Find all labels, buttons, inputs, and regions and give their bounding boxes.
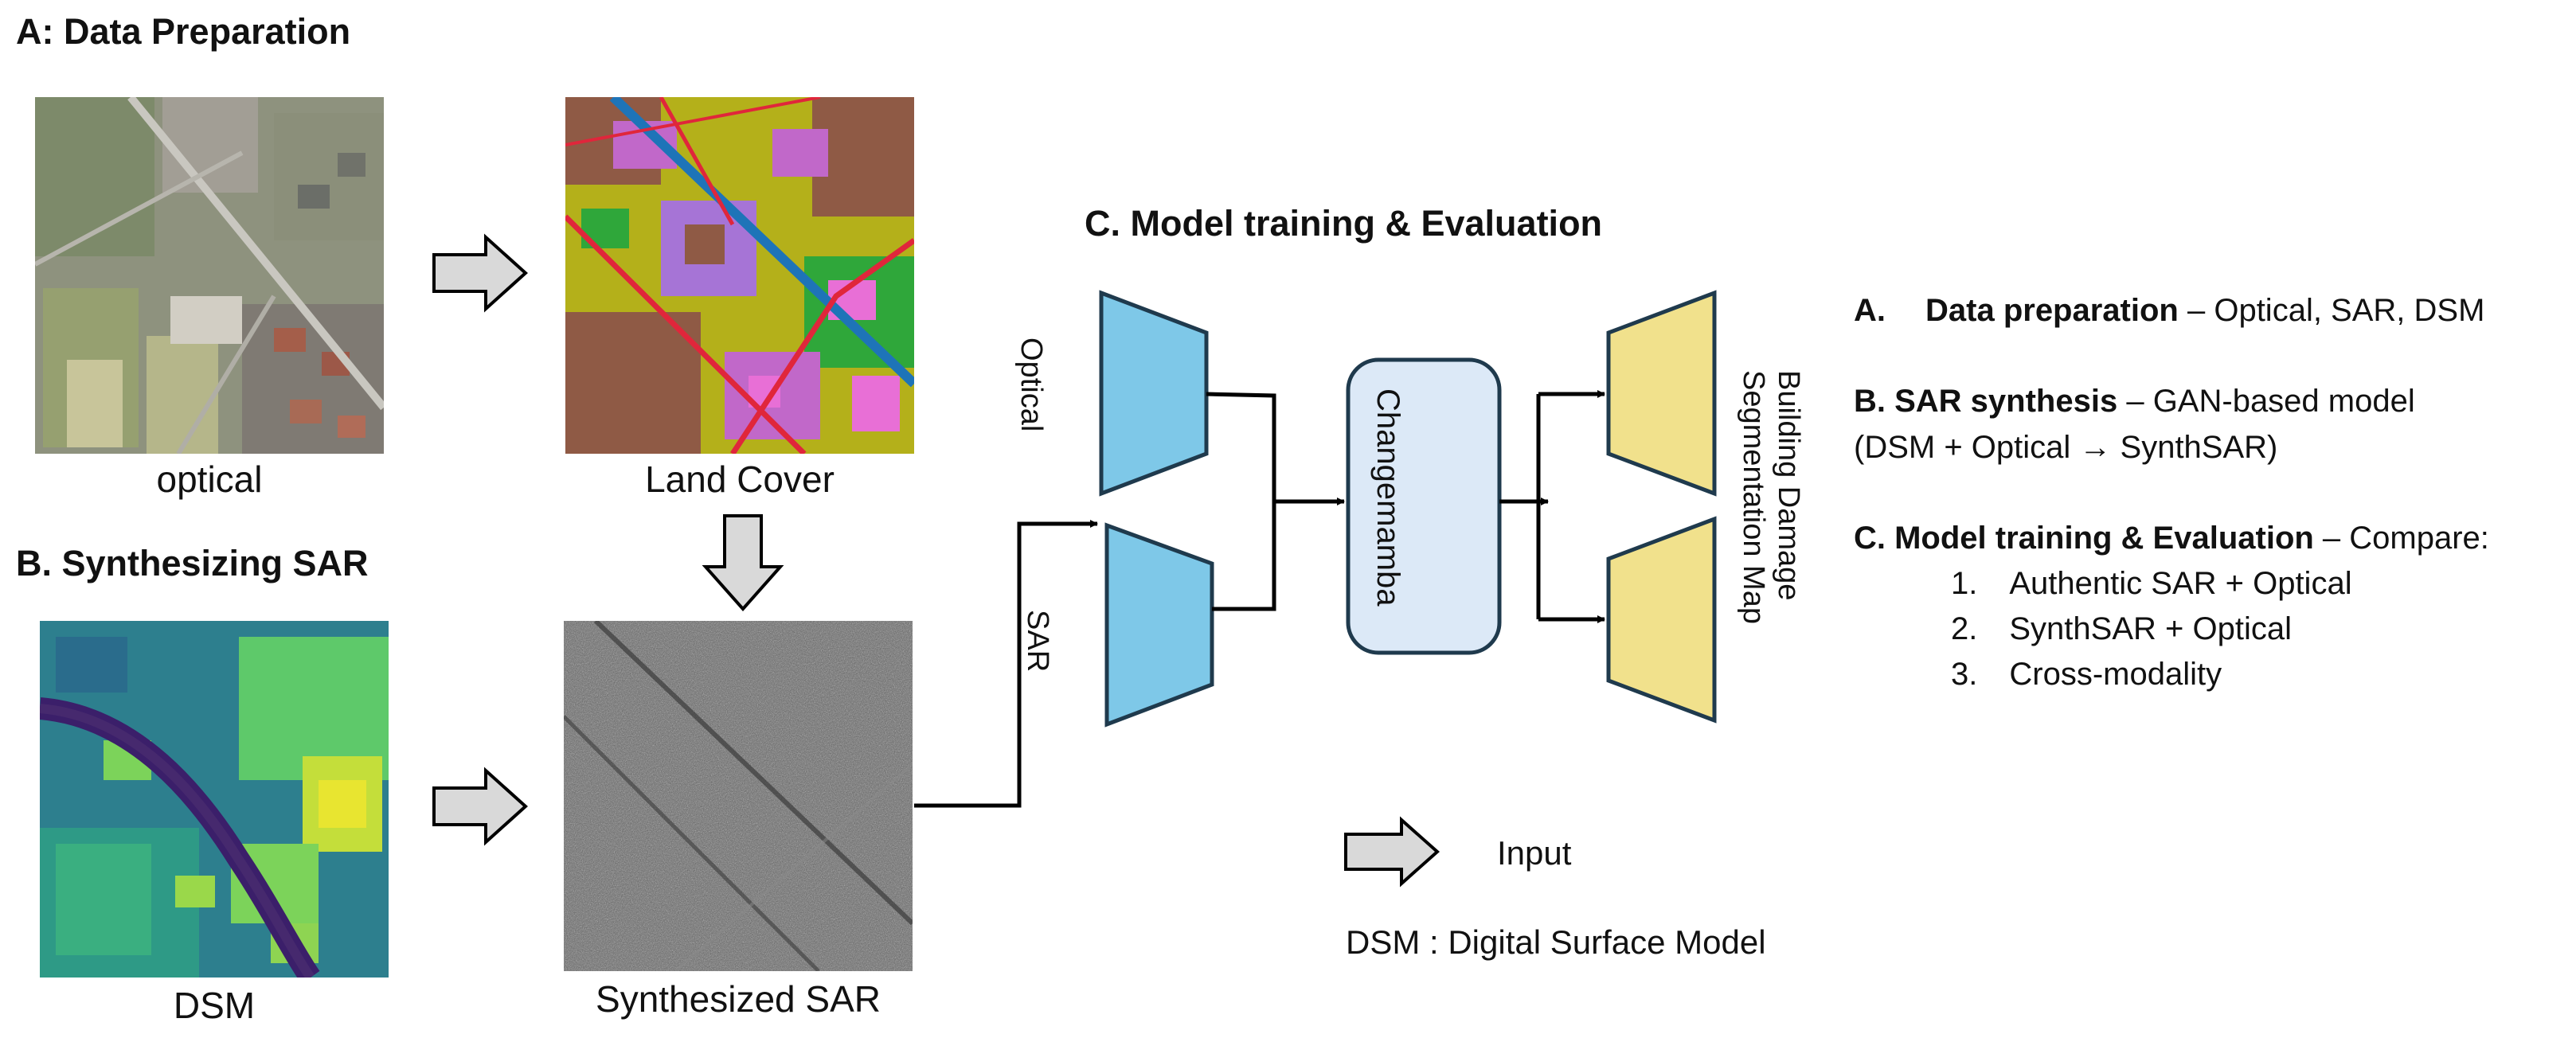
changemamba-block (1346, 357, 1502, 655)
land-cover-label: Land Cover (645, 459, 835, 500)
summary-b: B. SAR synthesis – GAN-based model (1854, 379, 2415, 423)
sar-encoder (1104, 522, 1214, 728)
legend-dsm-note: DSM : Digital Surface Model (1346, 923, 1766, 961)
summary-c-bold: C. Model training & Evaluation (1854, 521, 2314, 556)
summary-item-text: Cross-modality (2009, 657, 2222, 692)
summary-b-rest: – GAN-based model (2117, 384, 2415, 419)
legend-input-label: Input (1497, 834, 1572, 872)
summary-a-bold: Data preparation (1925, 293, 2179, 328)
summary-item: 3. Cross-modality (1951, 652, 2222, 697)
dsm-label: DSM (173, 985, 256, 1026)
legend-input-arrow-icon (1344, 816, 1440, 888)
summary-item-text: Authentic SAR + Optical (2009, 566, 2352, 601)
synthesized-sar-image (564, 621, 913, 971)
summary-b-line2: (DSM + Optical → SynthSAR) (1854, 430, 2278, 465)
summary-a-prefix: A. (1854, 293, 1886, 328)
summary-a-rest: – Optical, SAR, DSM (2178, 293, 2485, 328)
summary-item-num: 2. (1951, 611, 1978, 646)
line-optical-encoder-out (1206, 392, 1276, 611)
summary-b-bold: B. SAR synthesis (1854, 384, 2118, 419)
summary-c-rest: – Compare: (2313, 521, 2489, 556)
optical-encoder-label: Optical (1014, 338, 1048, 432)
output-label-line2: Segmentation Map (1737, 370, 1770, 624)
optical-image (35, 97, 384, 454)
section-c-title: C. Model training & Evaluation (1085, 203, 1603, 244)
sar-encoder-label: SAR (1021, 610, 1054, 673)
summary-c: C. Model training & Evaluation – Compare… (1854, 516, 2489, 560)
summary-item: 2. SynthSAR + Optical (1951, 607, 2292, 651)
section-b-title: B. Synthesizing SAR (16, 543, 369, 583)
changemamba-label: Changemamba (1370, 388, 1405, 607)
optical-label: optical (156, 459, 263, 500)
arrow-landcover-to-synthsar (702, 514, 784, 612)
summary-item: 1. Authentic SAR + Optical (1951, 561, 2352, 606)
output-label: Building Damage Segmentation Map (1736, 370, 1806, 624)
arrow-dsm-to-synthsar (432, 767, 528, 846)
synthesized-sar-label: Synthesized SAR (596, 978, 881, 1020)
decoder-top (1606, 290, 1717, 497)
section-a-title: A: Data Preparation (16, 11, 351, 52)
dsm-image (40, 621, 389, 978)
decoder-bottom (1606, 516, 1717, 724)
line-synthsar-to-sar-encoder (914, 520, 1098, 808)
summary-item-text: SynthSAR + Optical (2009, 611, 2292, 646)
summary-item-num: 3. (1951, 657, 1978, 692)
arrow-optical-to-landcover (432, 233, 528, 313)
land-cover-image (565, 97, 914, 454)
optical-encoder (1099, 290, 1209, 497)
summary-item-num: 1. (1951, 566, 1978, 601)
summary-a: A. Data preparation – Optical, SAR, DSM (1854, 288, 2484, 333)
output-label-line1: Building Damage (1772, 370, 1805, 601)
